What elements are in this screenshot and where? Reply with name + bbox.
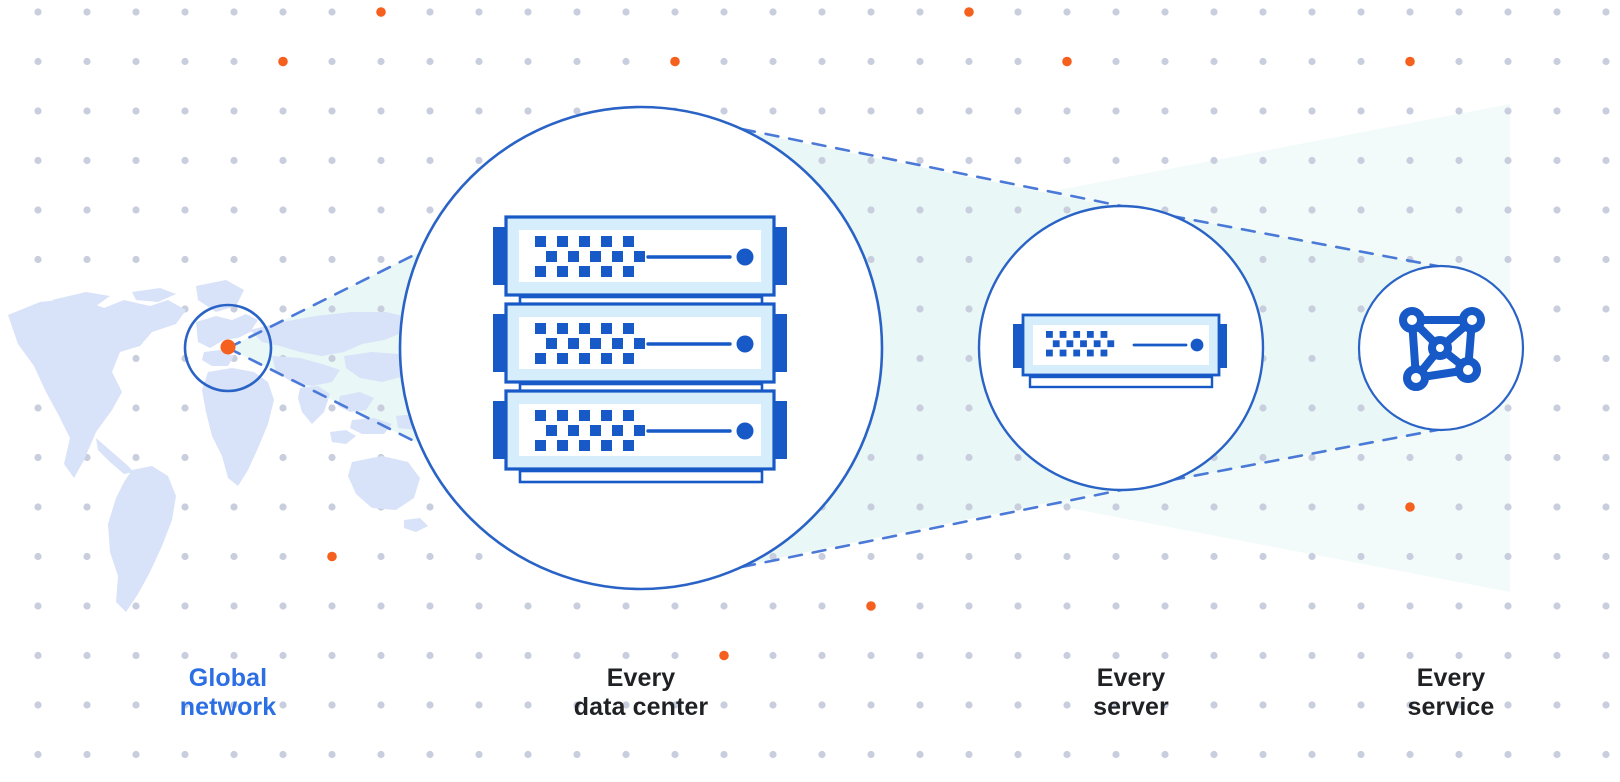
label-every-service: Every service xyxy=(1407,664,1495,721)
world-map xyxy=(8,280,438,612)
label-every-data-center: Every data center xyxy=(573,664,709,721)
rack-unit-3 xyxy=(493,389,787,484)
label-global-network: Global network xyxy=(179,664,277,721)
rack-unit-2 xyxy=(493,302,787,397)
single-server-unit xyxy=(1013,313,1227,389)
label-every-server: Every server xyxy=(1093,664,1169,721)
rack-unit-1 xyxy=(493,215,787,310)
server-rack xyxy=(493,215,787,484)
network-nodes-dots xyxy=(1399,307,1485,391)
globe-location-marker-icon xyxy=(220,339,236,355)
globe-zoom-circle xyxy=(183,303,273,393)
